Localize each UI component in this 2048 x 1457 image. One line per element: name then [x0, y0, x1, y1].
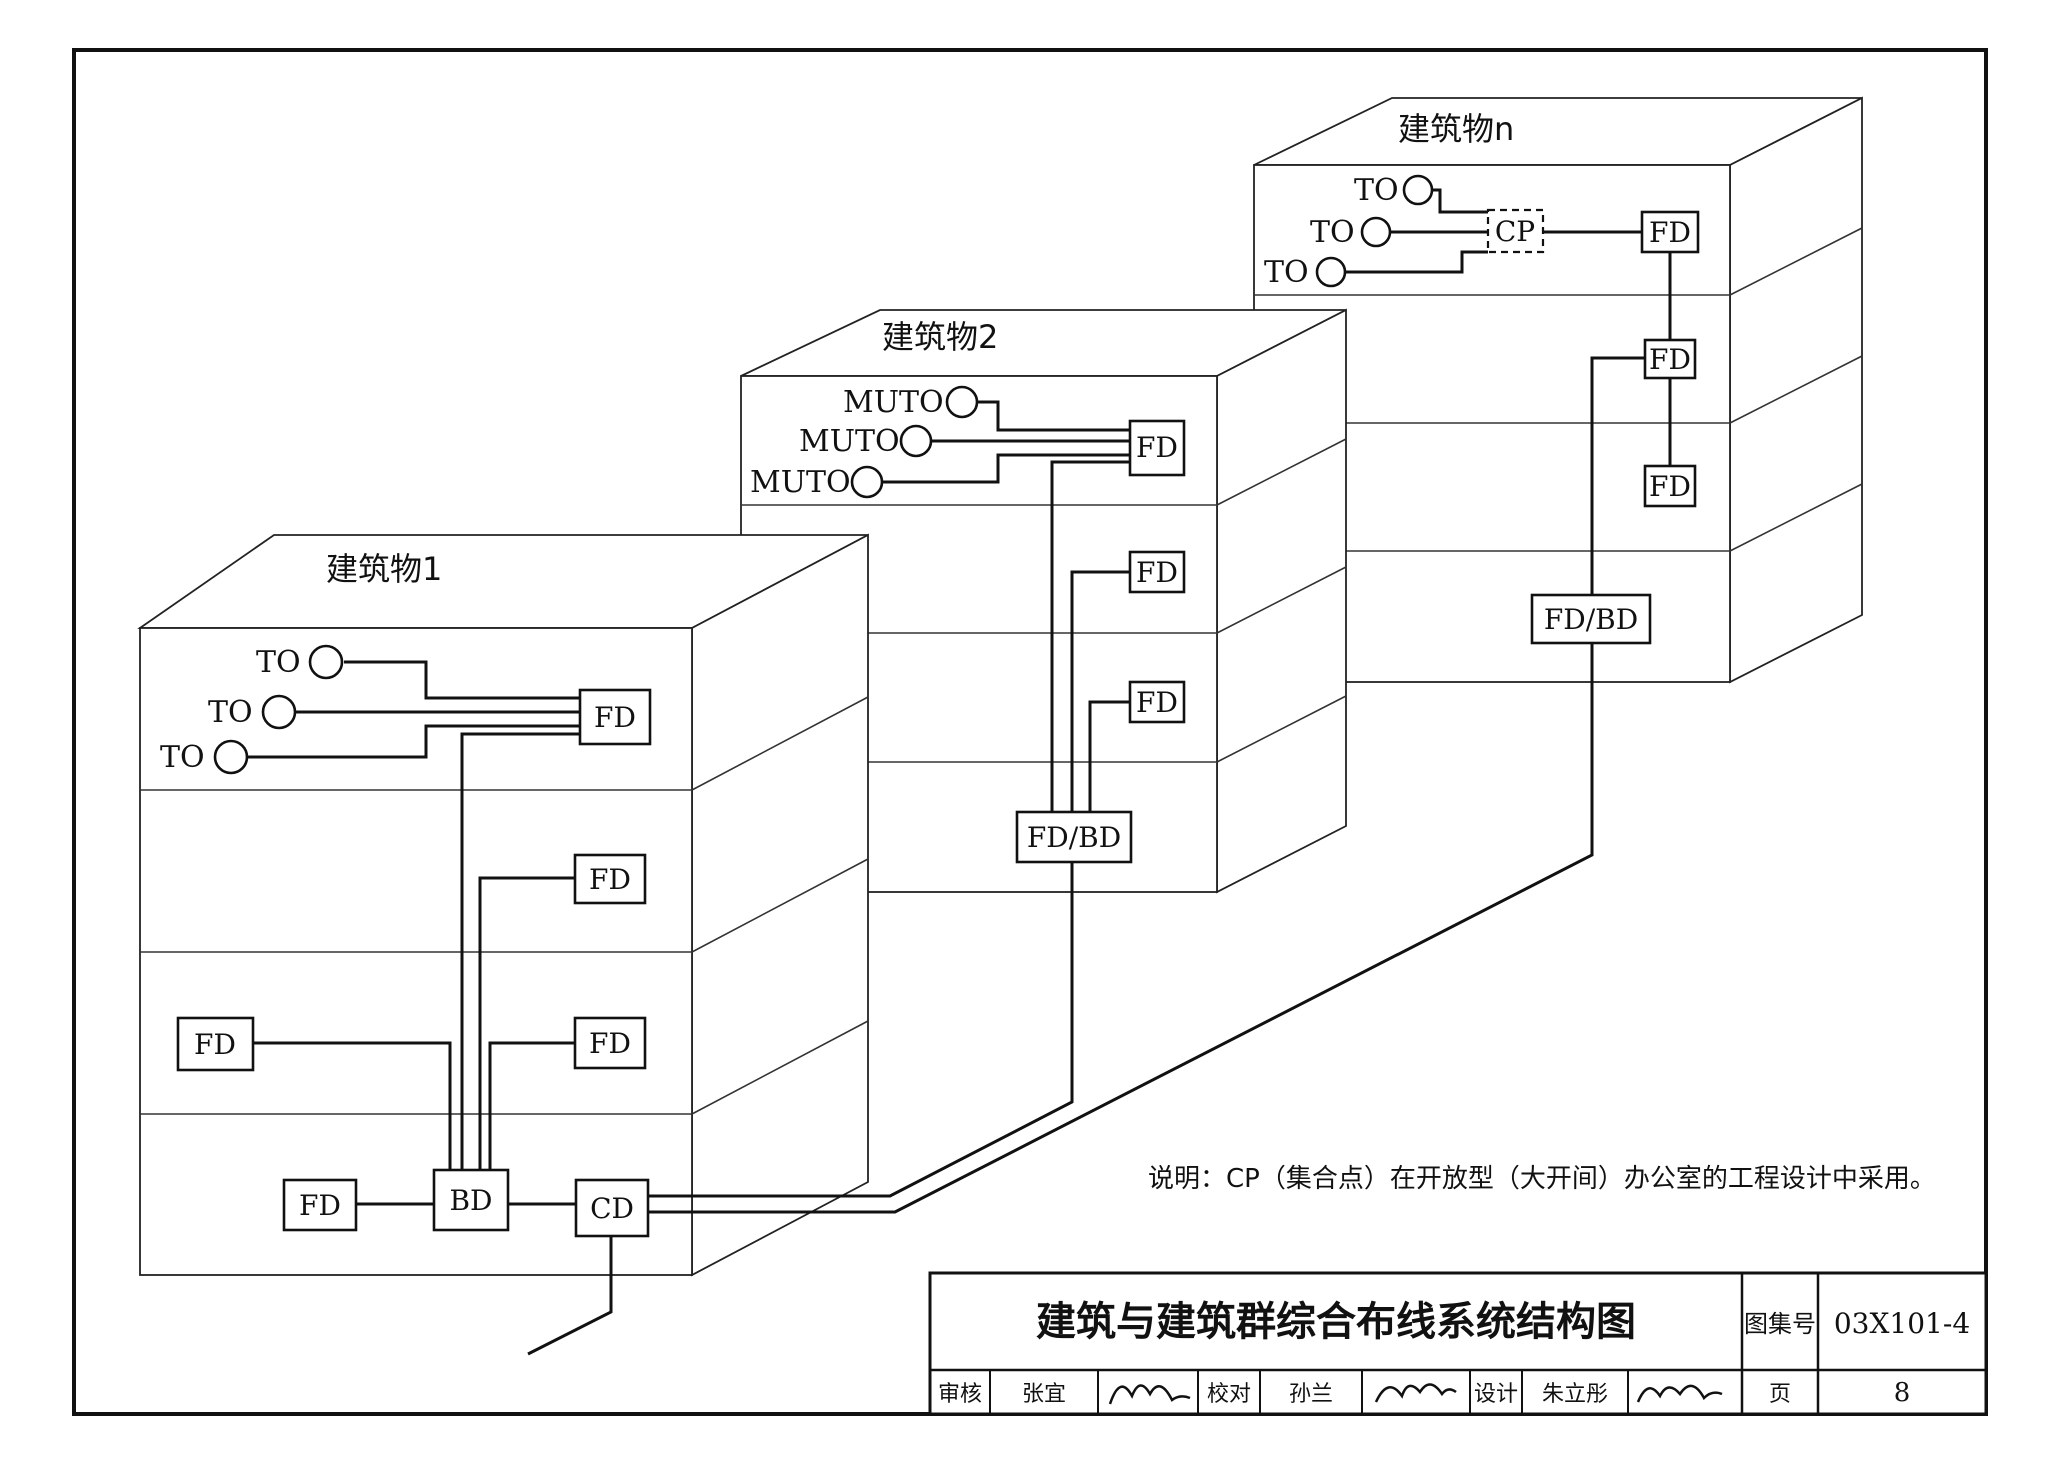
building-2-title: 建筑物2 [882, 318, 998, 356]
fdbd-box [1015, 810, 1133, 864]
cd-box [574, 1178, 650, 1238]
fd-label: FD [1136, 556, 1178, 589]
fd-label: FD [1649, 216, 1691, 249]
building-1 [137, 533, 869, 1277]
reviewer-name: 张宜 [1022, 1382, 1066, 1407]
fd-box [176, 1016, 255, 1072]
checker-signature [1374, 1383, 1457, 1403]
building-1-elements: 建筑物1 TO TO TO FD FD FD FD FD BD CD [160, 550, 652, 1238]
atlas-number: 03X101-4 [1834, 1307, 1970, 1340]
fd-label: FD [1649, 470, 1691, 503]
outlet-icon [213, 739, 249, 775]
building-2-elements: 建筑物2 MUTO MUTO MUTO FD FD FD FD/BD [750, 318, 1186, 864]
outlet-icon [850, 465, 884, 499]
fd-box [573, 853, 647, 905]
fd-label: FD [1136, 431, 1178, 464]
outlet-icon [1315, 256, 1347, 288]
cp-box [1486, 208, 1545, 254]
outlet-icon [308, 644, 344, 680]
fd-label: FD [589, 863, 631, 896]
designer-name: 朱立彤 [1542, 1382, 1608, 1407]
fd-box [1643, 464, 1697, 508]
reviewer-signature [1108, 1384, 1191, 1405]
cd-label: CD [590, 1192, 634, 1225]
to-label: TO [256, 645, 301, 680]
note-text: 说明：CP（集合点）在开放型（大开间）办公室的工程设计中采用。 [1148, 1164, 1936, 1194]
muto-label: MUTO [843, 385, 944, 420]
fd-label: FD [299, 1189, 341, 1222]
fd-label: FD [194, 1028, 236, 1061]
bd-box [432, 1168, 510, 1232]
fd-label: FD [589, 1027, 631, 1060]
fd-box [573, 1016, 647, 1070]
outlet-icon [1402, 174, 1434, 206]
fdbd-label: FD/BD [1544, 603, 1638, 636]
building-n-title: 建筑物n [1398, 110, 1514, 148]
fd-label: FD [1136, 686, 1178, 719]
to-label: TO [1310, 215, 1355, 250]
fd-label: FD [1649, 343, 1691, 376]
checker-name: 孙兰 [1289, 1382, 1333, 1407]
outlet-icon [899, 424, 933, 458]
muto-label: MUTO [799, 424, 900, 459]
to-label: TO [208, 695, 253, 730]
fd-box [1643, 338, 1697, 380]
title-block: 建筑与建筑群综合布线系统结构图 图集号 03X101-4 审核 张宜 校对 孙兰… [928, 1271, 1988, 1416]
atlas-label: 图集号 [1744, 1310, 1816, 1338]
outlet-icon [1360, 216, 1392, 248]
fdbd-box [1530, 593, 1652, 645]
building-1-title: 建筑物1 [326, 550, 442, 588]
to-label: TO [1264, 255, 1309, 290]
review-label: 审核 [938, 1382, 982, 1407]
drawing-title: 建筑与建筑群综合布线系统结构图 [1036, 1299, 1636, 1345]
bd-label: BD [449, 1184, 492, 1217]
fd-box [578, 688, 652, 746]
designer-signature [1636, 1384, 1723, 1403]
fd-box [1128, 680, 1186, 724]
building-2-side [1216, 308, 1347, 894]
to-label: TO [160, 740, 205, 775]
to-label: TO [1354, 173, 1399, 208]
design-label: 设计 [1474, 1382, 1518, 1407]
page-label: 页 [1769, 1382, 1791, 1407]
fd-box [1128, 550, 1186, 594]
fdbd-label: FD/BD [1027, 821, 1121, 854]
building-n-elements: 建筑物n TO TO TO CP FD FD FD FD/BD [1264, 110, 1700, 645]
cp-label: CP [1495, 215, 1535, 248]
fd-box [1128, 419, 1186, 477]
page-number: 8 [1894, 1378, 1911, 1408]
fd-box [282, 1178, 358, 1232]
fd-box [1640, 210, 1700, 254]
fd-label: FD [594, 701, 636, 734]
check-label: 校对 [1207, 1382, 1251, 1407]
muto-label: MUTO [750, 465, 851, 500]
outlet-icon [945, 385, 979, 419]
outlet-icon [261, 694, 297, 730]
cabling [248, 188, 1672, 1356]
